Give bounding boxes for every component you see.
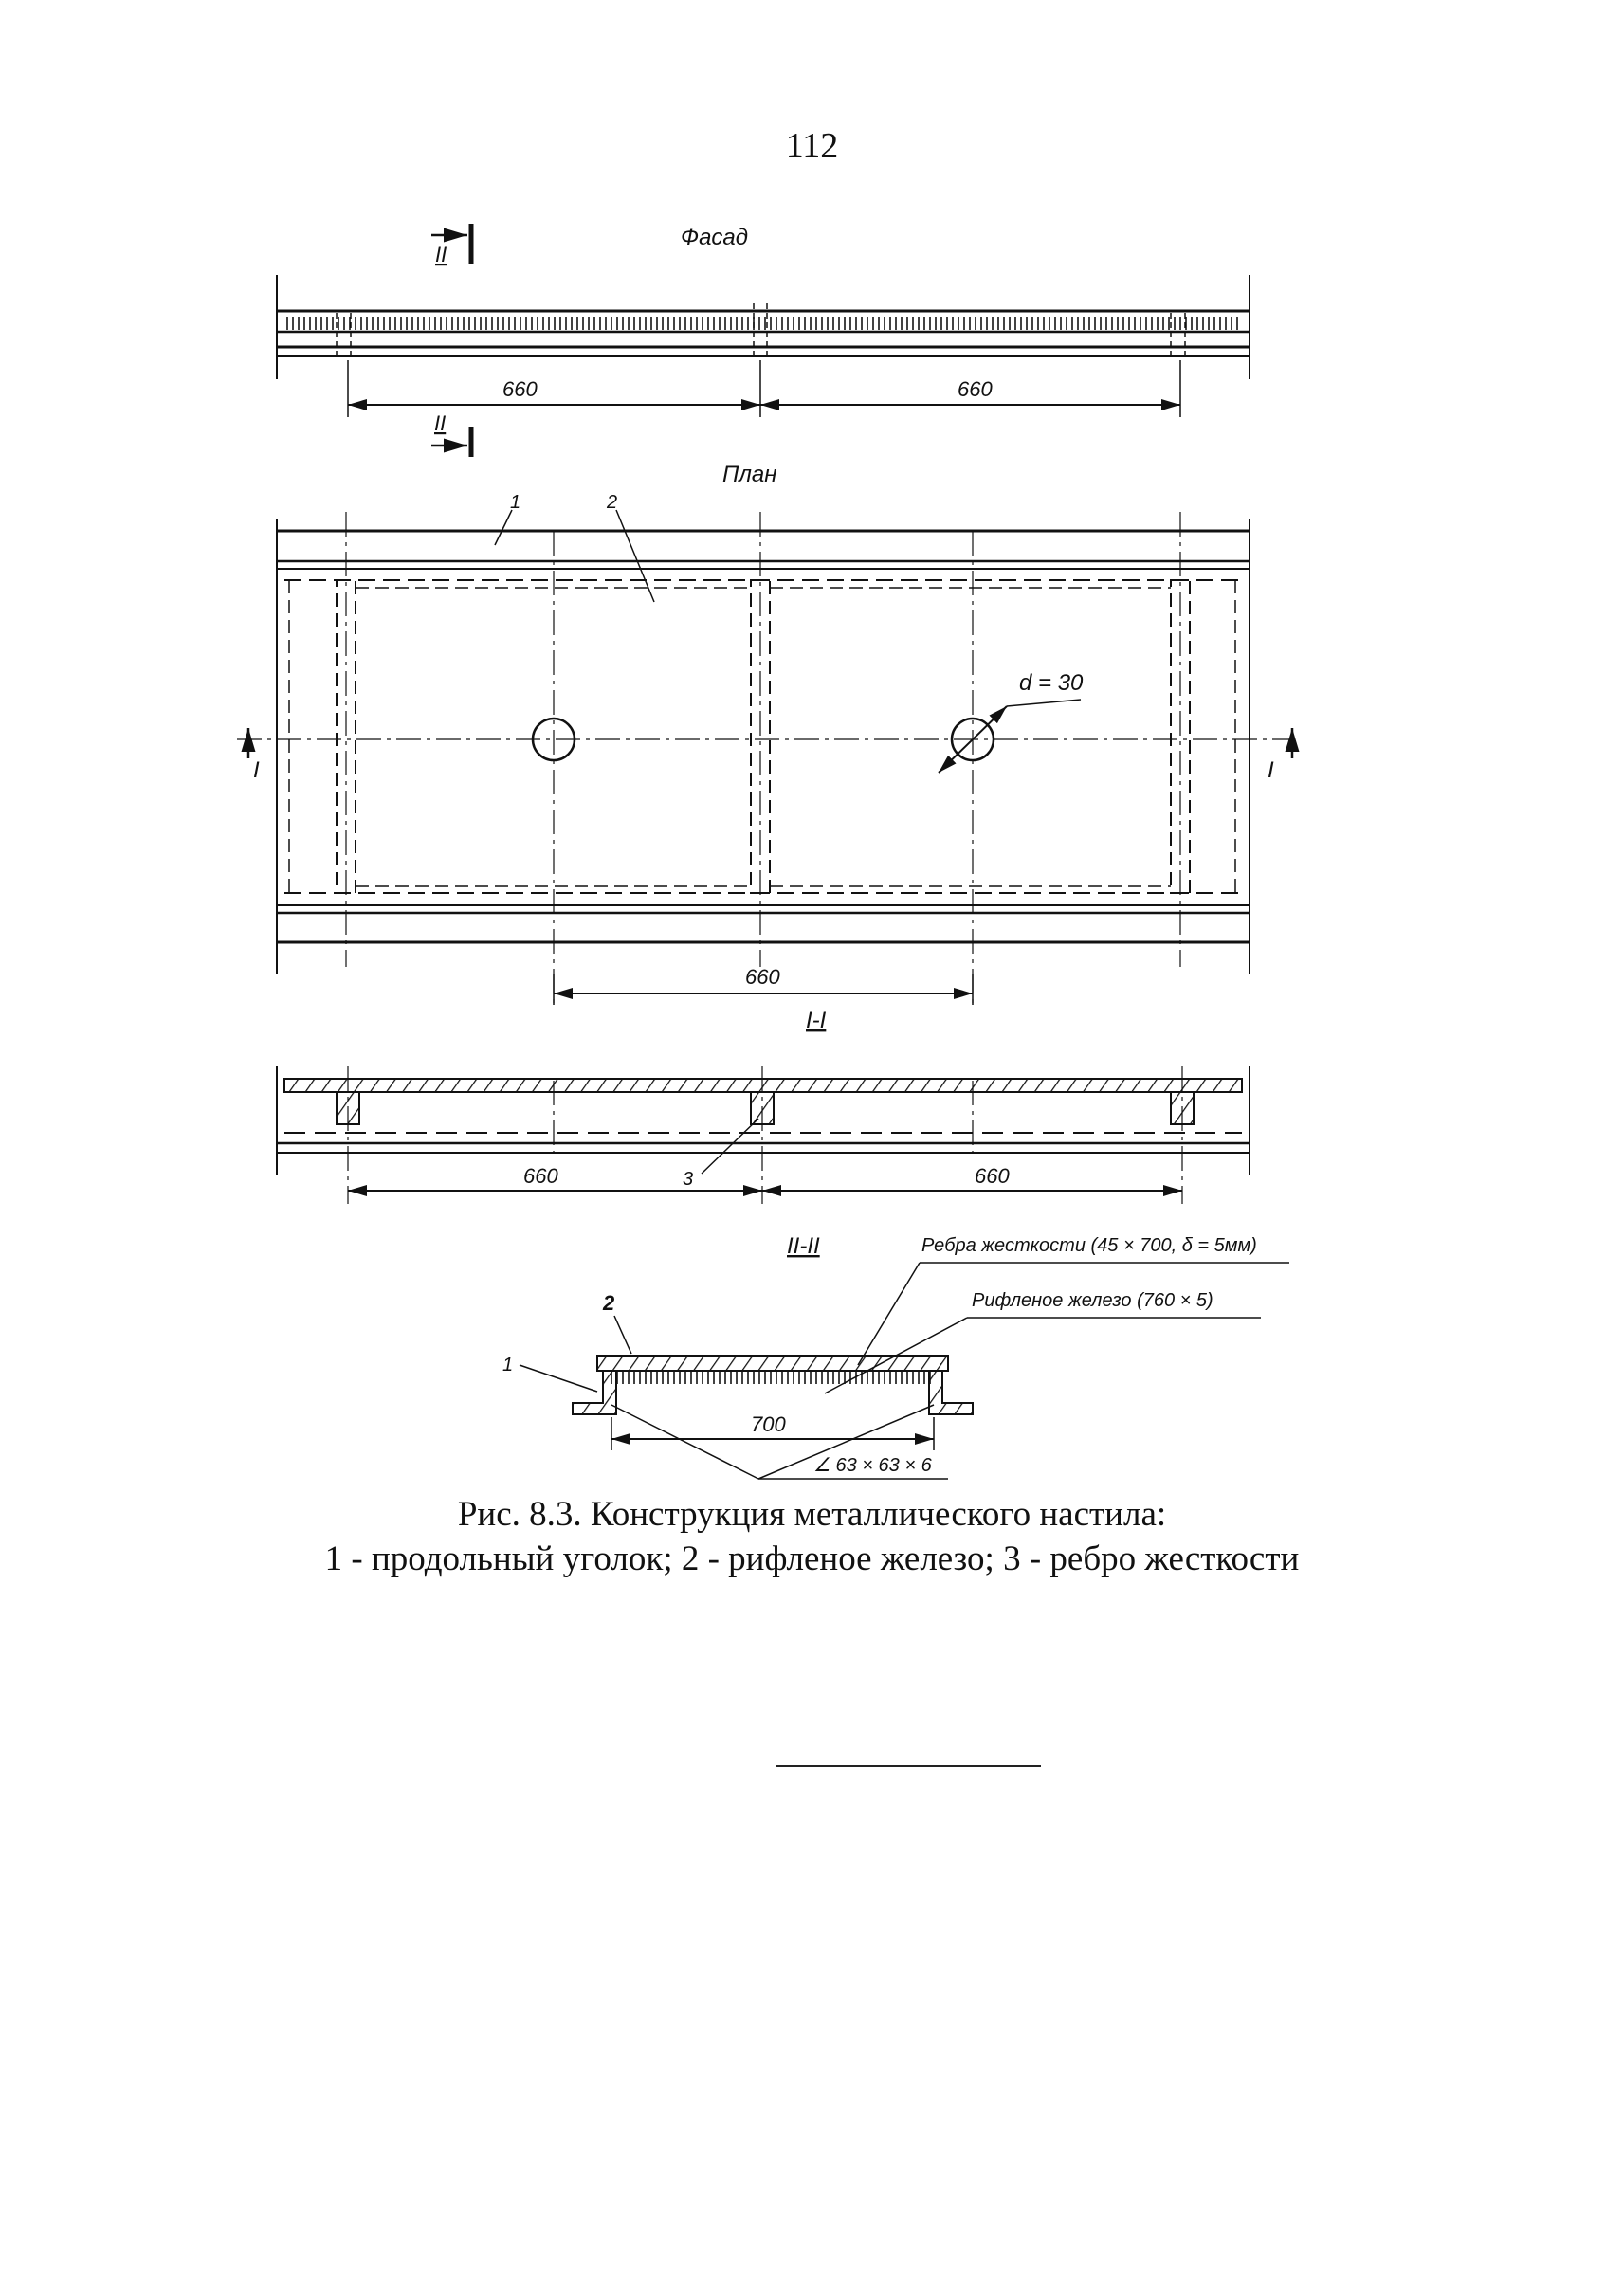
plan-view: II План	[237, 411, 1300, 1005]
section-1-callout: 3	[683, 1169, 693, 1190]
section-2-callout-1: 1	[502, 1355, 513, 1375]
section-2-callout-2: 2	[602, 1291, 615, 1315]
callout-leader	[519, 1364, 598, 1393]
plan-dim: 660	[745, 965, 780, 989]
section-2-rib	[611, 1371, 934, 1384]
footnote-rule	[776, 1765, 1041, 1767]
plan-section-left: I	[253, 757, 260, 783]
callout-leader	[615, 509, 655, 603]
plan-title: План	[722, 462, 776, 487]
section-1-sheet	[283, 1078, 1243, 1093]
angle-label: ∠ 63 × 63 × 6	[813, 1455, 933, 1476]
angle-left-icon	[572, 1370, 617, 1415]
callout-leader	[701, 1118, 759, 1175]
section-1-dim-1: 660	[523, 1164, 558, 1188]
hole-dim-line	[938, 705, 1008, 774]
facade-dim-2: 660	[958, 377, 993, 401]
plan-section-mark: II	[434, 411, 446, 435]
hole-label: d = 30	[1019, 670, 1084, 696]
section-2-dim: 700	[751, 1412, 786, 1436]
plan-callout-1: 1	[510, 492, 520, 513]
section-2-view: II-II Ребра жесткости (45 × 700, δ = 5мм…	[502, 1233, 1289, 1480]
angle-leader	[757, 1404, 935, 1480]
angle-right-icon	[928, 1370, 974, 1415]
hole-leader	[1006, 699, 1082, 707]
angle-leader	[611, 1404, 759, 1480]
sheet-label: Рифленое железо (760 × 5)	[972, 1290, 1213, 1311]
facade-view: Фасад II 660 660	[276, 224, 1250, 417]
page-number: 112	[785, 126, 839, 166]
callout-leader	[613, 1315, 632, 1355]
rib-label: Ребра жесткости (45 × 700, δ = 5мм)	[921, 1235, 1257, 1256]
section-2-title: II-II	[787, 1233, 820, 1259]
plan-section-right: I	[1268, 757, 1274, 783]
drain-hole-icon	[531, 717, 576, 762]
label-leader	[857, 1262, 921, 1366]
facade-ribbed-sheet	[284, 317, 1242, 330]
section-2-sheet	[596, 1355, 949, 1372]
section-1-view: I-I 3 660 660	[276, 1008, 1250, 1204]
figure-caption-legend: 1 - продольный уголок; 2 - рифленое желе…	[324, 1539, 1300, 1578]
section-1-dim-2: 660	[975, 1164, 1010, 1188]
callout-leader	[494, 509, 513, 546]
facade-dim-1: 660	[502, 377, 538, 401]
plan-callout-2: 2	[606, 492, 617, 513]
figure-caption-title: Рис. 8.3. Конструкция металлического нас…	[457, 1495, 1167, 1534]
section-1-title: I-I	[806, 1008, 827, 1033]
facade-title: Фасад	[681, 225, 748, 250]
facade-section-mark: II	[435, 243, 447, 266]
